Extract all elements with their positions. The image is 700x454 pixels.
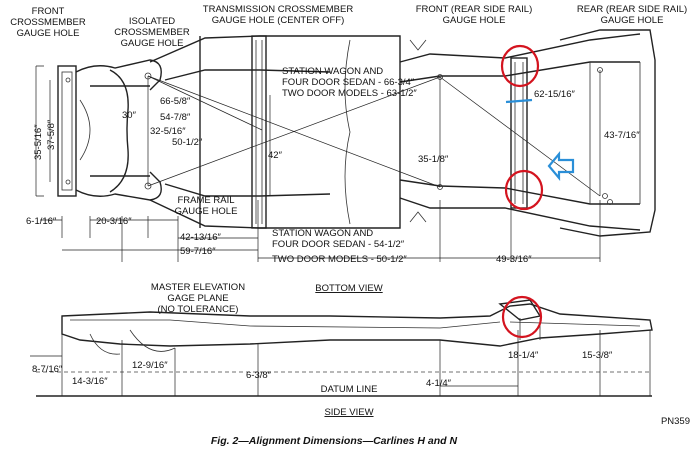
label-frame-rail-2: GAUGE HOLE [175, 206, 238, 217]
red-circle-rear-rear-side-rail [504, 169, 544, 211]
dim-12-9-16: 12-9/16″ [132, 360, 168, 371]
red-circle-side-view [501, 295, 543, 339]
blue-arrow-icon [547, 150, 575, 182]
label-frame-rail-1: FRAME RAIL [177, 195, 234, 206]
dim-62-15-16: 62-15/16″ [534, 89, 576, 100]
dim-35-5-16: 35-5/16″ [33, 124, 44, 160]
dim-30: 30″ [122, 110, 137, 121]
label-isolated-crossmember-1: ISOLATED [129, 16, 175, 27]
label-rear-rear-side-rail-2: GAUGE HOLE [601, 15, 664, 26]
dim-32-5-16: 32-5/16″ [150, 126, 186, 137]
bottom-view-frame [57, 29, 656, 237]
dim-37-5-8: 37-5/8″ [46, 119, 57, 150]
dim-50-1-2: 50-1/2″ [172, 137, 203, 148]
dim-43-7-16: 43-7/16″ [604, 130, 640, 141]
label-station-wagon-top-3: TWO DOOR MODELS - 63-1/2″ [282, 88, 417, 99]
label-front-crossmember-1: FRONT [32, 6, 65, 17]
dim-18-1-4: 18-1/4″ [508, 350, 539, 361]
label-master-elevation-2: GAGE PLANE [167, 293, 228, 304]
label-isolated-crossmember-3: GAUGE HOLE [121, 38, 184, 49]
dim-6-1-16: 6-1/16″ [26, 216, 57, 227]
label-front-rear-side-rail-1: FRONT (REAR SIDE RAIL) [416, 4, 532, 15]
dim-15-3-8: 15-3/8″ [582, 350, 613, 361]
dim-42: 42″ [268, 150, 283, 161]
label-front-crossmember-2: CROSSMEMBER [10, 17, 86, 28]
label-transmission-crossmember-1: TRANSMISSION CROSSMEMBER [203, 4, 354, 15]
label-transmission-crossmember-2: GAUGE HOLE (CENTER OFF) [212, 15, 344, 26]
dim-59-7-16: 59-7/16″ [180, 246, 216, 257]
label-station-wagon-bottom-2: FOUR DOOR SEDAN - 54-1/2″ [272, 239, 405, 250]
dim-66-5-8: 66-5/8″ [160, 96, 191, 107]
label-master-elevation-1: MASTER ELEVATION [151, 282, 245, 293]
dim-4-1-4: 4-1/4″ [426, 378, 452, 389]
side-view-reference-lines [30, 330, 652, 397]
label-station-wagon-top-1: STATION WAGON AND [282, 66, 383, 77]
figure-caption: Fig. 2—Alignment Dimensions—Carlines H a… [211, 435, 458, 447]
red-circle-front-rear-side-rail [500, 44, 540, 88]
dim-20-3-16: 20-3/16″ [96, 216, 132, 227]
dim-54-7-8: 54-7/8″ [160, 112, 191, 123]
dim-49-3-16: 49-3/16″ [496, 254, 532, 265]
label-front-rear-side-rail-2: GAUGE HOLE [443, 15, 506, 26]
bottom-view-horizontal-dimensions [40, 200, 601, 262]
label-station-wagon-bottom-3: TWO DOOR MODELS - 50-1/2″ [272, 254, 407, 265]
label-side-view: SIDE VIEW [324, 407, 373, 418]
label-station-wagon-top-2: FOUR DOOR SEDAN - 66-3/4″ [282, 77, 415, 88]
bottom-view-dimension-lines [35, 65, 601, 197]
label-datum-line: DATUM LINE [321, 384, 378, 395]
blue-marker-line [505, 98, 533, 104]
dim-42-13-16: 42-13/16″ [180, 232, 222, 243]
dim-6-3-8: 6-3/8″ [246, 370, 272, 381]
label-bottom-view: BOTTOM VIEW [315, 283, 382, 294]
label-master-elevation-3: (NO TOLERANCE) [158, 304, 239, 315]
label-station-wagon-bottom-1: STATION WAGON AND [272, 228, 373, 239]
dim-35-1-8: 35-1/8″ [418, 154, 449, 165]
label-front-crossmember-3: GAUGE HOLE [17, 28, 80, 39]
dim-8-7-16: 8-7/16″ [32, 364, 63, 375]
callout-labels: FRONT CROSSMEMBER GAUGE HOLE ISOLATED CR… [10, 4, 690, 427]
label-isolated-crossmember-2: CROSSMEMBER [114, 27, 190, 38]
dimension-values: 37-5/8″ 35-5/16″ 30″ 66-5/8″ 54-7/8″ 32-… [26, 89, 640, 389]
label-part-number: PN359 [661, 416, 690, 427]
label-rear-rear-side-rail-1: REAR (REAR SIDE RAIL) [577, 4, 687, 15]
dim-14-3-16: 14-3/16″ [72, 376, 108, 387]
side-view-frame [61, 299, 653, 355]
